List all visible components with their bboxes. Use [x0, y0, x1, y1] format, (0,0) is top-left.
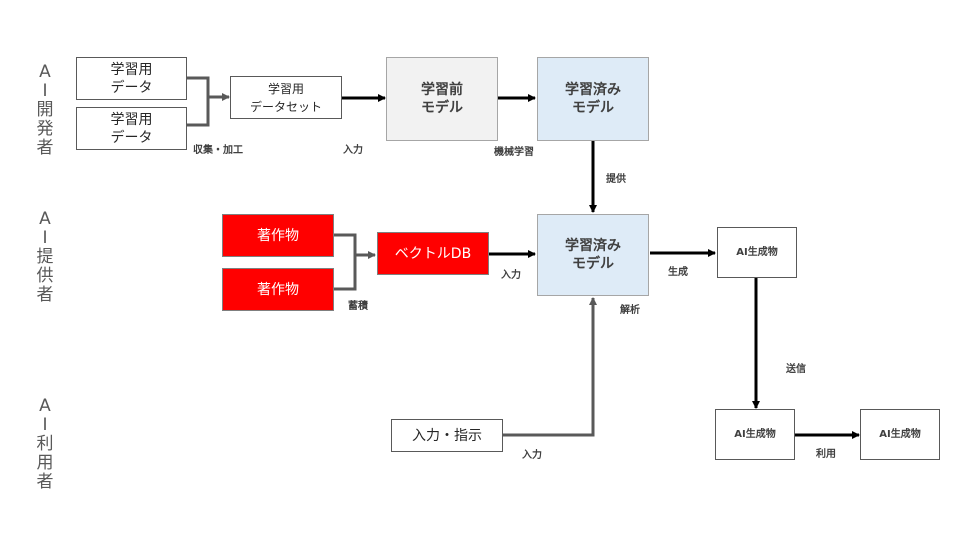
label-generate: 生成 — [668, 267, 688, 278]
node-copyright-work-2: 著作物 — [222, 268, 334, 311]
lane-char: A — [39, 62, 51, 82]
label-input-1: 入力 — [343, 145, 363, 156]
lane-char: 利 — [36, 434, 54, 454]
node-ai-output-use: AI生成物 — [860, 409, 940, 460]
label-analyze: 解析 — [620, 305, 640, 316]
node-ai-output-user: AI生成物 — [715, 409, 795, 460]
label-send: 送信 — [786, 364, 806, 375]
arrow-input-to-model — [503, 297, 597, 437]
label-input-2: 入力 — [501, 270, 521, 281]
lane-char: 発 — [36, 119, 54, 139]
node-trained-model-developer: 学習済み モデル — [537, 57, 649, 141]
lane-char: I — [42, 415, 48, 435]
label-provide: 提供 — [606, 174, 626, 185]
lane-char: 者 — [36, 285, 54, 305]
label-use: 利用 — [816, 449, 836, 460]
lane-char: 者 — [36, 138, 54, 158]
lane-char: 開 — [36, 100, 54, 120]
lane-label-ai-user: A I 利 用 者 — [30, 397, 60, 492]
label-machine-learning: 機械学習 — [494, 147, 534, 158]
lane-char: I — [42, 228, 48, 248]
lane-char: A — [39, 396, 51, 416]
node-pretrained-model: 学習前 モデル — [386, 57, 498, 141]
node-training-data-2: 学習用 データ — [76, 107, 187, 150]
node-trained-model-provider: 学習済み モデル — [537, 214, 649, 296]
node-vector-db: ベクトルDB — [377, 232, 489, 275]
label-accumulate: 蓄積 — [348, 301, 368, 312]
lane-char: 提 — [36, 247, 54, 267]
lane-char: 供 — [36, 266, 54, 286]
node-copyright-work-1: 著作物 — [222, 214, 334, 257]
node-training-data-1: 学習用 データ — [76, 57, 187, 100]
lane-label-ai-provider: A I 提 供 者 — [30, 210, 60, 305]
connector-works-merge — [334, 233, 357, 291]
node-input-instruction: 入力・指示 — [391, 419, 503, 452]
node-training-dataset: 学習用 データセット — [230, 76, 342, 119]
node-ai-output-provider: AI生成物 — [717, 227, 797, 278]
lane-char: I — [42, 81, 48, 101]
lane-char: 用 — [36, 453, 54, 473]
label-collect-process: 収集・加工 — [193, 145, 243, 156]
lane-char: A — [39, 209, 51, 229]
lane-label-ai-developer: A I 開 発 者 — [30, 63, 60, 158]
label-input-3: 入力 — [522, 450, 542, 461]
connector-data-merge — [187, 76, 210, 127]
lane-char: 者 — [36, 472, 54, 492]
